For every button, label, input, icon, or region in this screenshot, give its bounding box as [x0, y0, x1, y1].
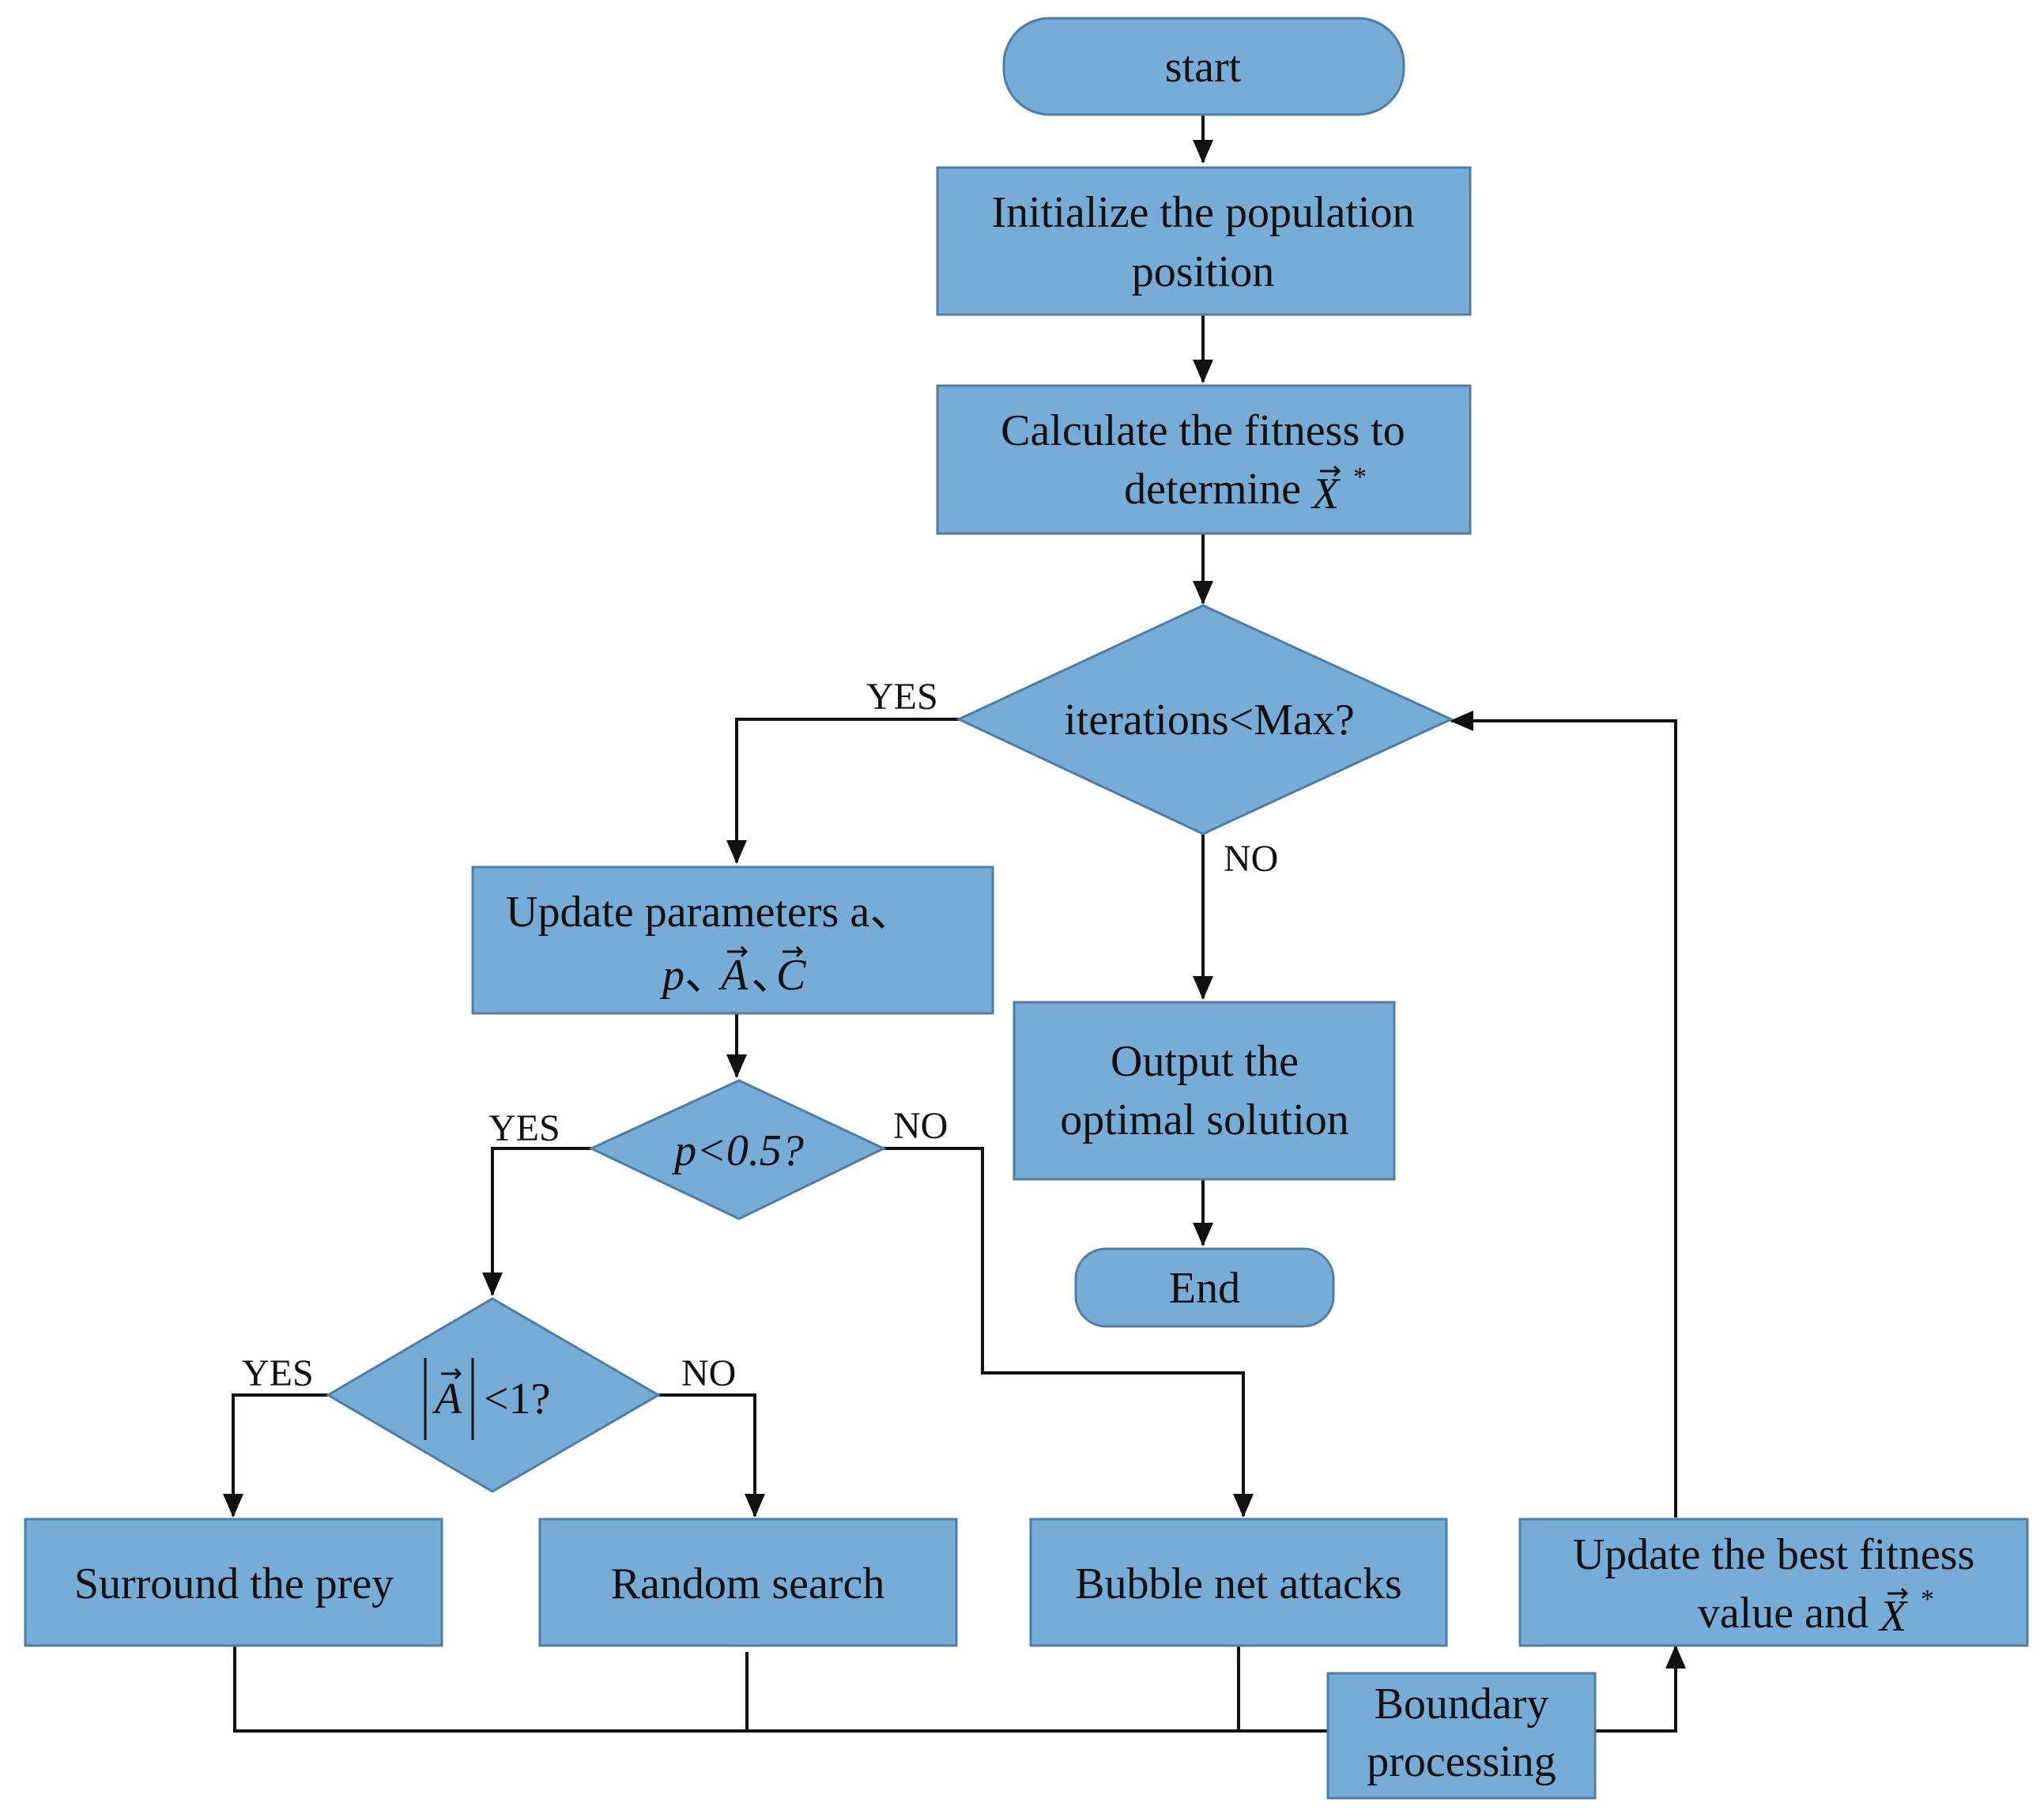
label-a-no: NO	[681, 1352, 736, 1394]
edge-iter-yes-update	[726, 718, 959, 864]
fitness-xstar-symbol: X *	[1310, 462, 1367, 518]
p-decision-label: p<0.5?	[671, 1126, 804, 1175]
svg-text:、: 、	[684, 951, 729, 1000]
output-node: Output the optimal solution	[1013, 1001, 1396, 1181]
svg-text:X: X	[1310, 469, 1341, 518]
label-a-yes: YES	[242, 1352, 314, 1394]
edge-p-yes-a	[482, 1147, 591, 1296]
random-node: Random search	[538, 1518, 958, 1647]
edge-p-no-bubble	[884, 1147, 1254, 1518]
fitness-node: Calculate the fitness to determine X *	[936, 384, 1472, 535]
random-label: Random search	[611, 1559, 885, 1608]
edge-boundary-best	[1595, 1645, 1686, 1733]
best-fitness-label-line1: Update the best fitness	[1573, 1530, 1975, 1579]
surround-label: Surround the prey	[74, 1559, 394, 1608]
fitness-label-line1: Calculate the fitness to	[1001, 406, 1405, 455]
bubble-node: Bubble net attacks	[1029, 1518, 1448, 1647]
svg-text:*: *	[1921, 1585, 1934, 1614]
surround-node: Surround the prey	[24, 1518, 443, 1647]
iter-decision: iterations<Max?	[956, 604, 1454, 835]
boundary-node: Boundary processing	[1326, 1672, 1597, 1800]
output-label-line1: Output the	[1111, 1037, 1299, 1086]
edge-best-loop-iter	[1450, 711, 1677, 1518]
iter-decision-label: iterations<Max?	[1064, 696, 1354, 745]
boundary-label-line2: processing	[1367, 1737, 1556, 1786]
a-decision: A <1?	[326, 1297, 661, 1493]
edge-surround-down	[233, 1646, 1328, 1733]
svg-text:X: X	[1878, 1592, 1909, 1641]
svg-text:、: 、	[751, 951, 795, 1000]
best-fitness-node: Update the best fitness value and X *	[1518, 1518, 2029, 1647]
edge-a-yes-surround	[223, 1393, 328, 1518]
svg-text:A: A	[718, 951, 749, 1000]
svg-text:A: A	[432, 1374, 462, 1423]
label-iter-yes: YES	[866, 676, 938, 718]
bubble-label: Bubble net attacks	[1075, 1559, 1402, 1608]
start-node: start	[1002, 17, 1405, 116]
svg-text:C: C	[776, 951, 806, 1000]
connectors	[223, 115, 1686, 1733]
start-label: start	[1165, 43, 1242, 92]
output-label-line2: optimal solution	[1060, 1095, 1349, 1144]
best-fitness-label-line2: value and	[1698, 1589, 1869, 1638]
fitness-label-line2: determine	[1124, 465, 1301, 514]
edge-a-no-random	[658, 1393, 765, 1518]
update-params-symbols: p 、 A 、 C	[659, 945, 806, 1000]
end-label: End	[1169, 1264, 1240, 1313]
best-xstar-symbol: X *	[1878, 1585, 1934, 1641]
p-decision: p<0.5?	[588, 1079, 887, 1220]
edge-labels: YES NO YES NO YES NO	[242, 676, 1278, 1394]
init-label-line1: Initialize the population	[992, 188, 1415, 237]
boundary-label-line1: Boundary	[1375, 1680, 1549, 1729]
init-label-line2: position	[1132, 247, 1274, 296]
end-node: End	[1074, 1247, 1335, 1328]
svg-text:*: *	[1353, 462, 1367, 492]
init-node: Initialize the population position	[936, 166, 1472, 316]
svg-text:p: p	[659, 951, 684, 1000]
label-p-yes: YES	[488, 1107, 560, 1149]
label-iter-no: NO	[1224, 838, 1278, 880]
update-params-node: Update parameters a、 p 、 A 、 C	[471, 865, 994, 1015]
label-p-no: NO	[893, 1105, 948, 1147]
a-decision-label: <1?	[484, 1374, 550, 1423]
update-params-label-line1: Update parameters a、	[506, 888, 914, 937]
